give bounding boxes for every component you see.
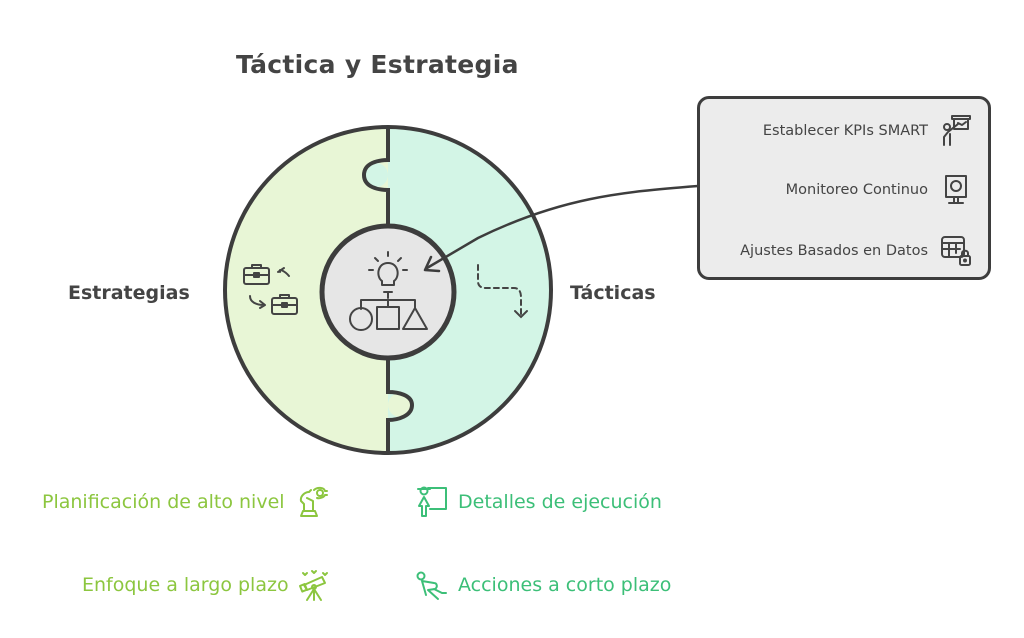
- box-item-label: Establecer KPIs SMART: [762, 123, 928, 139]
- legend-label: Detalles de ejecución: [458, 491, 662, 513]
- legend-item-execution-details: Detalles de ejecución: [414, 484, 662, 520]
- dashed-path-arrowhead: [514, 310, 528, 319]
- dashed-path-arrow-icon: [477, 264, 522, 315]
- table-lock-icon: [938, 233, 974, 269]
- runner-start-icon: [414, 567, 450, 603]
- box-item-label: Monitoreo Continuo: [785, 182, 928, 198]
- callout-connector-arrow: [425, 184, 700, 270]
- briefcase-exchange-icon: [243, 264, 298, 315]
- box-item-kpis: Establecer KPIs SMART: [763, 113, 974, 149]
- legend-item-short-term-actions: Acciones a corto plazo: [414, 567, 671, 603]
- callout-arrowhead: [423, 255, 441, 273]
- tactics-detail-box: Establecer KPIs SMART Monitoreo Continuo: [697, 96, 991, 280]
- legend-item-long-term-focus: Enfoque a largo plazo: [82, 567, 333, 603]
- tactics-label: Tácticas: [570, 282, 656, 304]
- diagram-title: Táctica y Estrategia: [236, 50, 519, 79]
- monitor-webcam-icon: [938, 172, 974, 208]
- presenter-board-icon: [938, 113, 974, 149]
- legend-label: Acciones a corto plazo: [458, 574, 672, 596]
- legend-item-high-level-planning: Planificación de alto nivel: [42, 484, 329, 520]
- lightbulb-hierarchy-shapes-icon: [349, 251, 428, 331]
- legend-label: Enfoque a largo plazo: [82, 574, 289, 596]
- box-item-data-adjustments: Ajustes Basados en Datos: [740, 233, 974, 269]
- box-item-monitoring: Monitoreo Continuo: [786, 172, 974, 208]
- bottom-puzzle-divider: [386, 354, 415, 455]
- person-board-icon: [414, 484, 450, 520]
- top-puzzle-divider: [361, 125, 390, 230]
- legend-label: Planificación de alto nivel: [42, 491, 285, 513]
- box-item-label: Ajustes Basados en Datos: [740, 243, 928, 259]
- strategies-label: Estrategias: [68, 282, 190, 304]
- telescope-icon: [297, 567, 333, 603]
- chess-knight-icon: [293, 484, 329, 520]
